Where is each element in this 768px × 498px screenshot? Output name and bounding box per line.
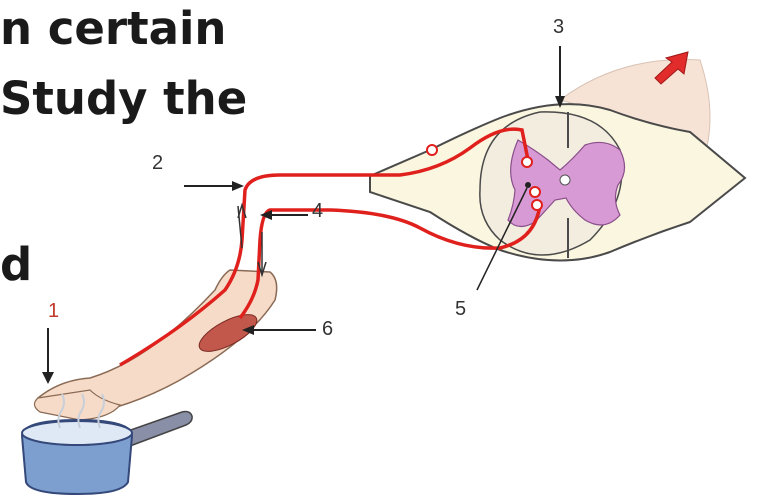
pot-handle [125,412,192,447]
ganglion-cell [427,145,437,155]
leader-dot-5 [525,182,531,188]
leader-arrow-1 [42,372,54,384]
pot-rim [22,421,132,445]
label-2: 2 [152,152,163,175]
label-3: 3 [553,16,564,39]
motor-synapse [532,200,542,210]
central-canal [560,175,570,185]
interneuron-synapse-1 [522,157,532,167]
label-1: 1 [48,300,59,323]
interneuron-synapse-2 [530,187,540,197]
label-6: 6 [322,318,333,341]
label-5: 5 [455,298,466,321]
label-4: 4 [312,200,323,223]
leader-arrow-2 [232,181,244,191]
